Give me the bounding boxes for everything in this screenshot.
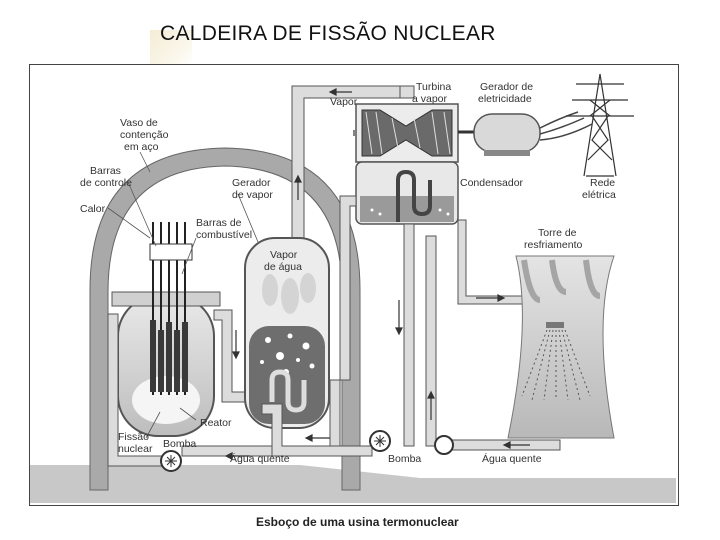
- feedwater-pipe: [261, 403, 373, 457]
- label-vaso-1: Vaso de: [120, 117, 158, 129]
- label-agua-quente-right: Água quente: [482, 452, 542, 465]
- containment-vessel: [89, 147, 361, 491]
- label-rede-2: elétrica: [582, 189, 616, 201]
- label-fissao-2: nuclear: [118, 443, 153, 455]
- condensate-pipe: [339, 195, 357, 381]
- label-rede-1: Rede: [590, 177, 615, 189]
- leader-lines: [107, 151, 259, 439]
- label-vapor-agua-1: Vapor: [270, 249, 298, 261]
- logo-watermark: [150, 30, 192, 66]
- cooling-return-pipe: [443, 439, 561, 451]
- label-agua-quente-left: Água quente: [230, 452, 290, 465]
- label-vaso-2: contenção: [120, 129, 169, 141]
- electric-generator: [473, 113, 541, 153]
- label-barras-controle-2: de controle: [80, 177, 132, 189]
- label-calor: Calor: [80, 203, 106, 215]
- transmission-tower-icon: [566, 73, 634, 177]
- steam-pipe-turbine-drop: [399, 85, 415, 99]
- steam-clouds: [262, 273, 316, 314]
- reactor-lid: [111, 291, 221, 307]
- condenser-coil: [396, 169, 432, 222]
- water-bubbles: [260, 333, 315, 375]
- label-turbina-1: Turbina: [416, 81, 451, 93]
- label-barras-combustivel-2: combustível: [196, 229, 252, 241]
- label-barras-controle-1: Barras: [90, 165, 121, 177]
- diagram-caption: Esboço de uma usina termonuclear: [256, 515, 459, 529]
- flow-arrows: [224, 88, 530, 460]
- slide-title: CALDEIRA DE FISSÃO NUCLEAR: [160, 22, 496, 45]
- label-vapor-agua-2: de água: [264, 261, 302, 273]
- steam-generator-coil: [269, 369, 307, 413]
- label-condensador: Condensador: [460, 177, 524, 189]
- label-vaso-3: em aço: [124, 141, 159, 153]
- generator-cables: [539, 111, 593, 141]
- sprinkler-head: [546, 322, 564, 328]
- label-torre-2: resfriamento: [524, 239, 583, 251]
- turbine-blades: [361, 109, 453, 157]
- label-barras-combustivel-1: Barras de: [196, 217, 242, 229]
- cooling-pipe-down: [403, 223, 415, 447]
- cooling-tower: [507, 255, 615, 439]
- label-gerador-eletricidade-2: eletricidade: [478, 93, 532, 105]
- fuel-rods: [150, 320, 188, 392]
- label-gerador-vapor-1: Gerador: [232, 177, 271, 189]
- label-bomba-left: Bomba: [163, 438, 196, 450]
- label-bomba-mid: Bomba: [388, 453, 421, 465]
- water-spray: [521, 329, 591, 401]
- label-fissao-1: Fissão: [118, 431, 149, 443]
- label-gerador-vapor-2: de vapor: [232, 189, 273, 201]
- label-torre-1: Torre de: [538, 227, 577, 239]
- label-vapor-top: Vapor: [330, 96, 358, 108]
- label-reator: Reator: [200, 417, 232, 429]
- label-gerador-eletricidade-1: Gerador de: [480, 81, 533, 93]
- cooling-pump-icon: [434, 435, 454, 455]
- label-turbina-2: a vapor: [412, 93, 448, 105]
- control-rod-drive: [149, 243, 193, 261]
